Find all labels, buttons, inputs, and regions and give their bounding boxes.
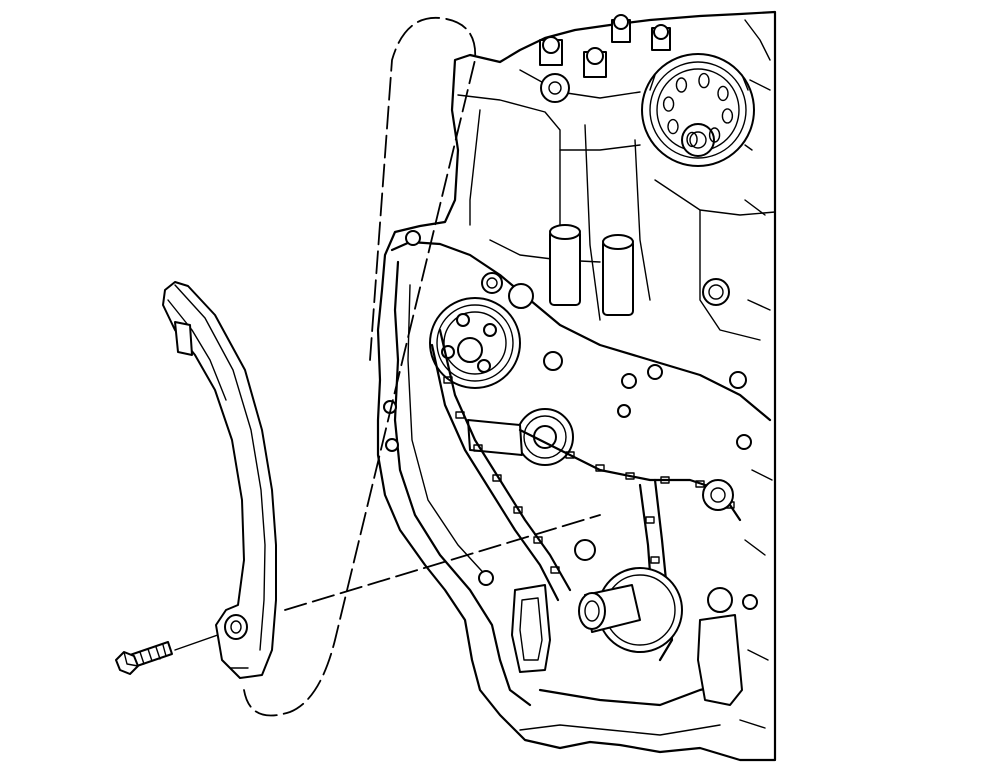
callout-loop [243, 17, 477, 717]
head-studs [481, 14, 671, 316]
chain-link [645, 516, 655, 524]
chain-link [595, 464, 605, 472]
guide-bolt [115, 641, 173, 675]
chain-link [650, 556, 660, 564]
sprocket-hole [667, 118, 679, 135]
chain-link [550, 566, 560, 574]
alignment-line [284, 514, 601, 611]
sprocket-hole [717, 85, 729, 102]
sprocket-hole [721, 108, 734, 124]
chain-link [473, 444, 483, 452]
sprocket-hole [698, 72, 710, 89]
chain-link [492, 474, 502, 482]
sprocket-hole [662, 96, 675, 112]
chain-link [565, 451, 575, 459]
block-edge-details [739, 19, 773, 729]
sprocket-hole [708, 127, 721, 143]
chain-link [660, 476, 670, 484]
engine-front-block [376, 10, 777, 762]
chain-link [533, 536, 543, 544]
chain-link [625, 472, 635, 480]
chain-link [443, 376, 453, 384]
camshaft-sprocket [641, 53, 755, 167]
exhaust-camshaft-sprocket [467, 408, 574, 466]
crankshaft-sprocket [574, 479, 734, 653]
chain-link [513, 506, 523, 514]
sprocket-hole [686, 131, 698, 148]
timing-chain-guide [162, 281, 277, 679]
chain-link [455, 411, 465, 419]
sprocket-hole [675, 77, 688, 93]
chain-link [695, 480, 705, 488]
intake-camshaft-sprocket [429, 297, 521, 389]
